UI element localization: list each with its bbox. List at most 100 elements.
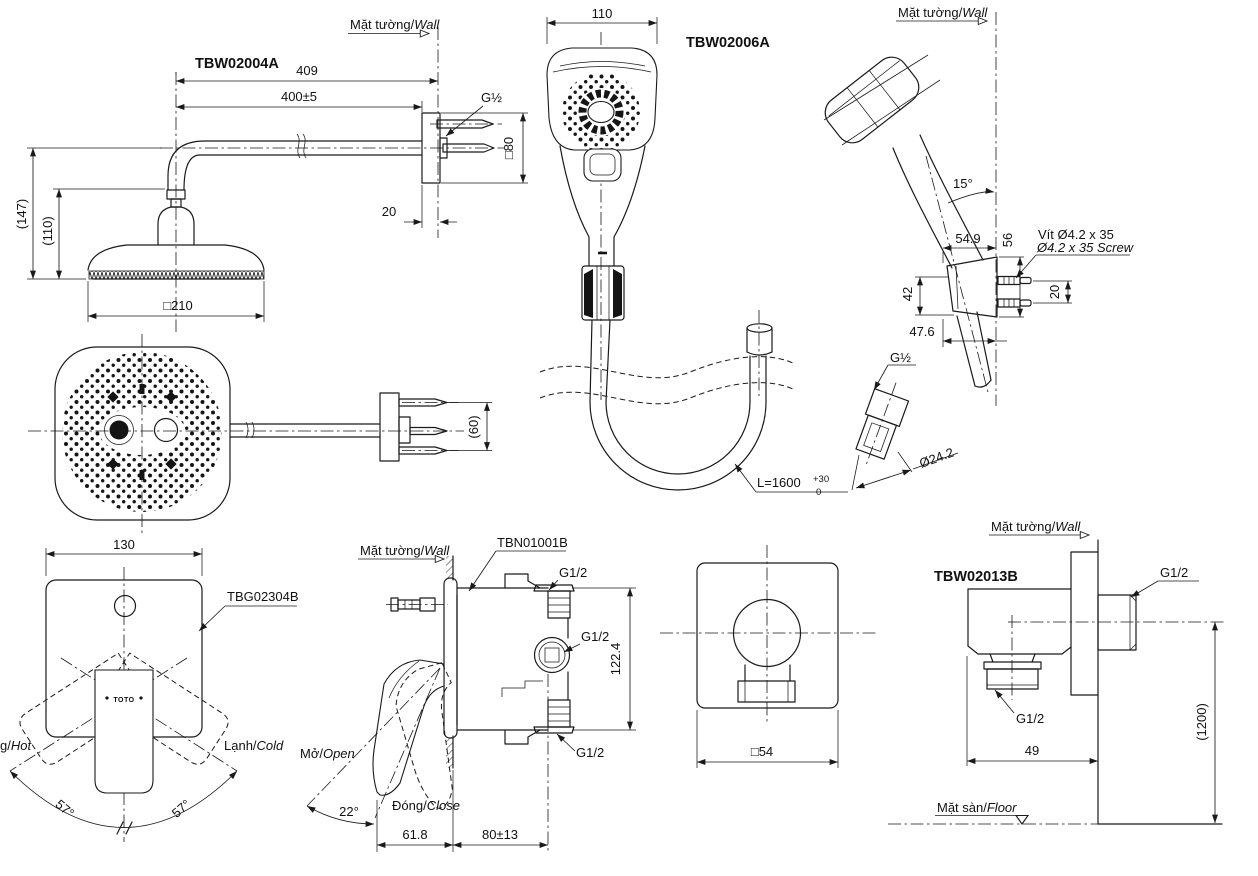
svg-text:(147): (147) — [14, 199, 29, 229]
floor-datum: Mặt sàn/Floor — [888, 800, 1223, 825]
svg-text:400±5: 400±5 — [281, 89, 317, 104]
toto-logo: TOTO — [113, 697, 134, 704]
dim-body-height: 42 — [900, 276, 954, 316]
valve-side-view: Mặt tường/Wall TBN01001B — [300, 535, 636, 854]
dim-head-width: 110 — [546, 6, 658, 44]
svg-text:110: 110 — [592, 6, 613, 21]
thread-top: G1/2 — [1160, 565, 1188, 580]
mounting-screw-bottom — [442, 143, 495, 153]
thread-bot: G1/2 — [576, 745, 604, 760]
dim-plate-width: 130 — [45, 537, 203, 576]
svg-text:□80: □80 — [501, 137, 516, 159]
wall-label-en: Wall — [962, 5, 988, 20]
shower-arm — [160, 133, 504, 191]
outlet-stub — [737, 664, 796, 703]
handle-tail — [956, 311, 992, 388]
holder-bracket — [946, 256, 998, 318]
dim-height: 56 — [999, 233, 1024, 318]
dim-handle-depth: 61.8 — [376, 770, 454, 852]
shower-hose — [539, 310, 796, 491]
svg-text:(1200): (1200) — [1194, 703, 1209, 741]
diverter-button — [113, 594, 137, 618]
part-number: TBW02006A — [686, 35, 770, 51]
part-number: TBN01001B — [497, 535, 568, 550]
wall-section — [446, 555, 454, 769]
hose-connector: G½ Ø24.2 — [851, 350, 959, 491]
svg-text:122.4: 122.4 — [608, 643, 623, 676]
faceplate — [696, 562, 839, 709]
handle-swung-left — [97, 652, 229, 765]
rain-shower-face-view: (60) — [28, 334, 492, 534]
holder-clip — [581, 251, 625, 321]
outlet-nipple — [986, 668, 1039, 690]
dim-angle: 15° — [947, 176, 995, 204]
svg-text:L=1600: L=1600 — [757, 475, 801, 490]
hot-label: g/Hot — [0, 738, 32, 753]
svg-text:61.8: 61.8 — [402, 827, 427, 842]
part-number: TBW02004A — [195, 56, 279, 72]
svg-text:□54: □54 — [751, 744, 773, 759]
secondary-spray-outlet — [153, 417, 179, 443]
svg-text:□210: □210 — [163, 298, 193, 313]
dim-plate-size: □54 — [696, 710, 839, 768]
svg-text:409: 409 — [296, 63, 318, 78]
svg-text:42: 42 — [900, 287, 915, 301]
dim-hose-length: L=1600 +30 0 — [734, 463, 848, 498]
dim-body-height: 122.4 — [572, 587, 636, 731]
close-label: Đóng/Close — [392, 798, 460, 813]
plate-screw — [386, 597, 448, 612]
thread-bot: G1/2 — [1016, 711, 1044, 726]
shower-head-side — [87, 189, 265, 280]
dim-swing-left: 57° — [53, 796, 78, 820]
inlet-thread — [1097, 594, 1137, 651]
wall-datum-label: Mặt tường/Wall — [898, 5, 988, 20]
dim-flange-depth: 20 — [382, 185, 457, 228]
svg-text:56: 56 — [1000, 233, 1015, 247]
svg-text:G½: G½ — [481, 90, 502, 105]
dim-height-head: (110) — [40, 188, 165, 279]
hand-shower-head — [546, 47, 658, 151]
wall-flange — [421, 112, 502, 184]
svg-text:47.6: 47.6 — [909, 324, 934, 339]
dim-offset: 54.9 — [942, 231, 996, 263]
dim-flange-size: □80 — [441, 112, 528, 184]
wall-label-en: Wall — [414, 17, 440, 32]
screw-note-vi: Vít Ø4.2 x 35 — [1038, 227, 1114, 242]
svg-text:0: 0 — [816, 487, 821, 498]
part-number: TBW02013B — [934, 569, 1018, 585]
handle-closed — [372, 659, 445, 796]
svg-text:130: 130 — [113, 537, 135, 552]
dim-height-from-floor: (1200) — [1194, 622, 1218, 823]
side-port — [533, 636, 571, 674]
screw-note: Vít Ø4.2 x 35 Ø4.2 x 35 Screw — [1015, 227, 1135, 279]
open-label: Mở/Open — [300, 746, 355, 761]
svg-text:(110): (110) — [40, 216, 55, 245]
mode-button — [583, 148, 622, 182]
dim-height-total: (147) — [14, 147, 162, 280]
svg-text:20: 20 — [1047, 285, 1062, 299]
mixer-front-view: 130 TBG02304B TOTO g/Hot Lạnh/Cold 57° 5… — [0, 537, 299, 842]
handle-swung-right — [19, 652, 151, 765]
wall-datum-label: Mặt tường/Wall — [360, 543, 450, 558]
center-nozzle — [587, 100, 615, 124]
dim-head-width: □210 — [87, 281, 265, 322]
wall-datum-label: Mặt tường/Wall — [991, 519, 1081, 534]
wall-outlet-side-view: Mặt tường/Wall TBW02013B G1/2 G1/2 49 — [888, 519, 1224, 825]
rain-shower-side-view: TBW02004A Mặt tường/Wall 409 400±5 G½ □8… — [14, 17, 528, 332]
svg-text:22°: 22° — [339, 804, 359, 819]
cold-label: Lạnh/Cold — [224, 738, 284, 753]
screw-note-en: Ø4.2 x 35 Screw — [1036, 240, 1135, 255]
valve-knob — [732, 598, 802, 668]
part-label: TBG02304B — [198, 589, 299, 632]
thread-callout: G½ — [445, 90, 502, 137]
dim-width: 49 — [966, 656, 1098, 766]
holder-side-view: Mặt tường/Wall 15° Vít — [823, 5, 1135, 491]
part-label: TBN01001B — [468, 535, 568, 592]
handle — [559, 145, 646, 267]
svg-text:49: 49 — [1025, 743, 1039, 758]
dim-screw-span: (60) — [449, 402, 492, 451]
thread-mid: G1/2 — [581, 629, 609, 644]
svg-text:54.9: 54.9 — [955, 231, 980, 246]
